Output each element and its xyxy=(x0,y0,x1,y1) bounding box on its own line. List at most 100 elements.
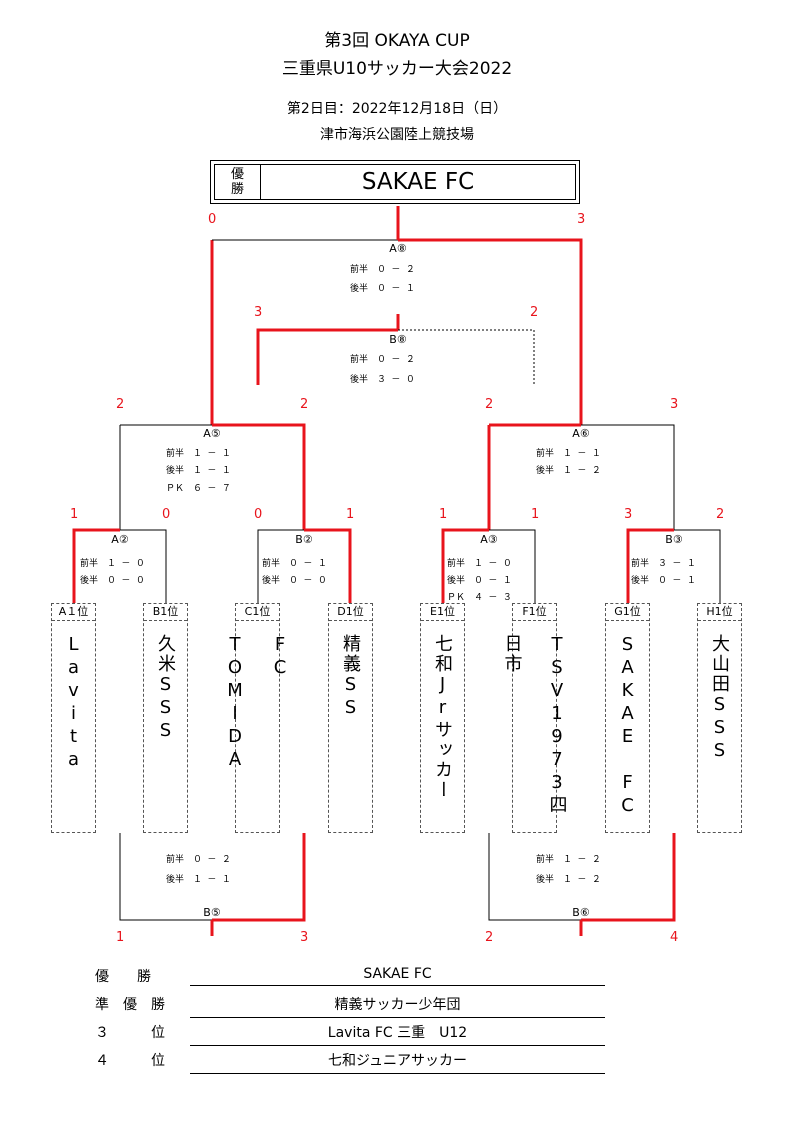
team-seed: C1位 xyxy=(236,604,279,621)
score-b3-left: 3 xyxy=(624,507,633,522)
team-card: H1位 大山田SSS xyxy=(697,603,742,833)
score-b5-right: 3 xyxy=(300,930,309,945)
team-name: 久米SSS xyxy=(155,634,176,743)
team-card: E1位 七和Jrサッカー xyxy=(420,603,465,833)
line-a3-win xyxy=(441,528,489,603)
score-a8-h2: 後半 ０ － １ xyxy=(350,284,415,294)
match-label-a6: A⑥ xyxy=(572,427,590,440)
ranking-row: ４ 位 七和ジュニアサッカー xyxy=(95,1050,605,1074)
team-seed: B1位 xyxy=(144,604,187,621)
ranking-label: 準 優 勝 xyxy=(95,997,165,1013)
team-seed: D1位 xyxy=(329,604,372,621)
champion-tag: 優 勝 xyxy=(215,165,261,199)
team-name: Lavita xyxy=(63,634,84,772)
match-label-a2: A② xyxy=(111,533,129,546)
line-a2-lose xyxy=(120,529,167,603)
ranking-value: 精義サッカー少年団 xyxy=(190,994,605,1018)
score-a3-left: 1 xyxy=(439,507,448,522)
team-seed: F1位 xyxy=(513,604,556,621)
team-card: A１位 Lavita xyxy=(51,603,96,833)
line-b3-win xyxy=(626,528,674,603)
match-label-b8: B⑧ xyxy=(389,333,407,346)
champion-box: 優 勝 SAKAE FC xyxy=(210,160,580,204)
ranking-label: 優 勝 xyxy=(95,969,151,985)
score-b5-h2: 後半 １ － １ xyxy=(166,875,231,885)
score-a2-h1: 前半 １ － ０ xyxy=(80,559,145,569)
match-label-b3: B③ xyxy=(665,533,683,546)
champion-tag-2: 勝 xyxy=(230,182,244,197)
score-a2-h2: 後半 ０ － ０ xyxy=(80,576,145,586)
score-a2-right: 0 xyxy=(162,507,171,522)
team-card: G1位 SAKAE FC xyxy=(605,603,650,833)
match-label-a5: A⑤ xyxy=(203,427,221,440)
line-a3-lose xyxy=(489,529,536,603)
score-a5-right: 2 xyxy=(300,397,309,412)
score-b2-left: 0 xyxy=(254,507,263,522)
venue: 津市海浜公園陸上競技場 xyxy=(320,127,474,143)
ranking-value: Lavita FC 三重 U12 xyxy=(190,1022,605,1046)
score-a3-pk: ＰＫ ４ － ３ xyxy=(447,593,512,603)
score-a6-h2: 後半 １ － ２ xyxy=(536,466,601,476)
score-b8-left: 3 xyxy=(254,305,263,320)
ranking-label: ４ 位 xyxy=(95,1053,165,1069)
team-card: D1位 精義SS xyxy=(328,603,373,833)
score-a8-right: 3 xyxy=(577,212,586,227)
champion-name: SAKAE FC xyxy=(361,169,475,195)
line-b5-right xyxy=(212,833,306,922)
ranking-row: 準 優 勝 精義サッカー少年団 xyxy=(95,994,605,1018)
team-name: FC TOMIDA xyxy=(224,634,291,772)
team-seed: E1位 xyxy=(421,604,464,621)
match-label-b2: B② xyxy=(295,533,313,546)
team-name: TSV1973四日市 xyxy=(501,634,568,815)
score-b8-h2: 後半 ３ － ０ xyxy=(350,375,415,385)
line-a2-win xyxy=(72,528,120,603)
score-b8-h1: 前半 ０ － ２ xyxy=(350,355,415,365)
ranking-label: ３ 位 xyxy=(95,1025,165,1041)
score-b2-h2: 後半 ０ － ０ xyxy=(262,576,327,586)
team-card: F1位 TSV1973四日市 xyxy=(501,603,568,833)
score-b2-right: 1 xyxy=(346,507,355,522)
score-b5-h1: 前半 ０ － ２ xyxy=(166,855,231,865)
match-label-a8: A⑧ xyxy=(389,242,407,255)
score-b5-left: 1 xyxy=(116,930,125,945)
match-label-b6: B⑥ xyxy=(572,906,590,919)
score-a3-right: 1 xyxy=(531,507,540,522)
line-b2-win xyxy=(304,528,352,603)
line-b6-right xyxy=(581,833,676,922)
score-a5-h1: 前半 １ － １ xyxy=(166,449,231,459)
score-b8-right: 2 xyxy=(530,305,539,320)
team-name: 精義SS xyxy=(340,634,361,720)
score-b3-right: 2 xyxy=(716,507,725,522)
line-a8-top-right xyxy=(398,238,583,425)
score-a2-left: 1 xyxy=(70,507,79,522)
score-b2-h1: 前半 ０ － １ xyxy=(262,559,327,569)
team-name: 大山田SSS xyxy=(709,634,730,763)
team-name: 七和Jrサッカー xyxy=(432,634,453,800)
ranking-row: 優 勝 SAKAE FC xyxy=(95,966,605,988)
score-a6-left: 2 xyxy=(485,397,494,412)
score-b3-h2: 後半 ０ － １ xyxy=(631,576,696,586)
score-b6-right: 4 xyxy=(670,930,679,945)
tournament-title: 第3回 OKAYA CUP xyxy=(324,31,470,51)
score-a3-h2: 後半 ０ － １ xyxy=(447,576,512,586)
match-date: 第2日目：2022年12月18日（日） xyxy=(286,101,508,117)
team-card: C1位 FC TOMIDA xyxy=(224,603,291,833)
champion-tag-1: 優 xyxy=(230,167,244,182)
score-a8-left: 0 xyxy=(208,212,217,227)
score-a5-h2: 後半 １ － １ xyxy=(166,466,231,476)
line-b6-left xyxy=(488,833,581,921)
line-a5-right xyxy=(212,423,306,530)
score-b6-h1: 前半 １ － ２ xyxy=(536,855,601,865)
line-b5-left xyxy=(119,833,212,921)
team-seed: A１位 xyxy=(52,604,95,621)
team-card: B1位 久米SSS xyxy=(143,603,188,833)
ranking-value: SAKAE FC xyxy=(190,966,605,986)
line-b8-right xyxy=(398,329,535,385)
line-b3-lose xyxy=(674,529,721,603)
score-a3-h1: 前半 １ － ０ xyxy=(447,559,512,569)
team-seed: H1位 xyxy=(698,604,741,621)
score-b6-left: 2 xyxy=(485,930,494,945)
score-b6-h2: 後半 １ － ２ xyxy=(536,875,601,885)
score-a6-right: 3 xyxy=(670,397,679,412)
match-label-b5: B⑤ xyxy=(203,906,221,919)
